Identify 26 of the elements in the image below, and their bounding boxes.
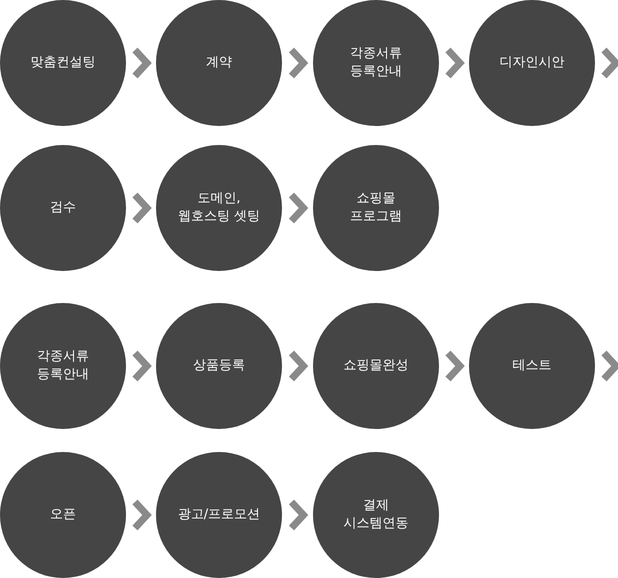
step-label: 검수 xyxy=(49,199,77,217)
step-label: 디자인시안 xyxy=(498,54,566,72)
step-label: 광고/프로모션 xyxy=(176,506,262,524)
chevron-arrow xyxy=(288,48,308,78)
chevron-arrow xyxy=(288,500,308,530)
step-label: 각종서류 등록안내 xyxy=(36,348,90,384)
chevron-arrow xyxy=(132,192,152,224)
step-label: 쇼핑몰 프로그램 xyxy=(349,190,403,226)
step-label: 맞춤컨설팅 xyxy=(30,54,96,72)
step-label: 쇼핑몰완성 xyxy=(342,357,410,375)
chevron-arrow xyxy=(445,350,465,382)
chevron-arrow xyxy=(601,48,618,78)
chevron-arrow xyxy=(288,350,308,382)
step-label: 결제 시스템연동 xyxy=(342,497,410,533)
step-label: 오픈 xyxy=(49,506,77,524)
step-label: 각종서류 등록안내 xyxy=(349,45,403,81)
step-label: 계약 xyxy=(205,54,233,72)
step-label: 테스트 xyxy=(512,357,552,375)
chevron-arrow xyxy=(601,350,618,382)
step-label: 도메인, 웹호스팅 셋팅 xyxy=(176,190,262,226)
step-label: 상품등록 xyxy=(192,357,246,375)
chevron-arrow xyxy=(132,500,152,530)
chevron-arrow xyxy=(132,350,152,382)
chevron-arrow xyxy=(288,192,308,224)
chevron-arrow xyxy=(132,48,152,78)
chevron-arrow xyxy=(445,48,465,78)
